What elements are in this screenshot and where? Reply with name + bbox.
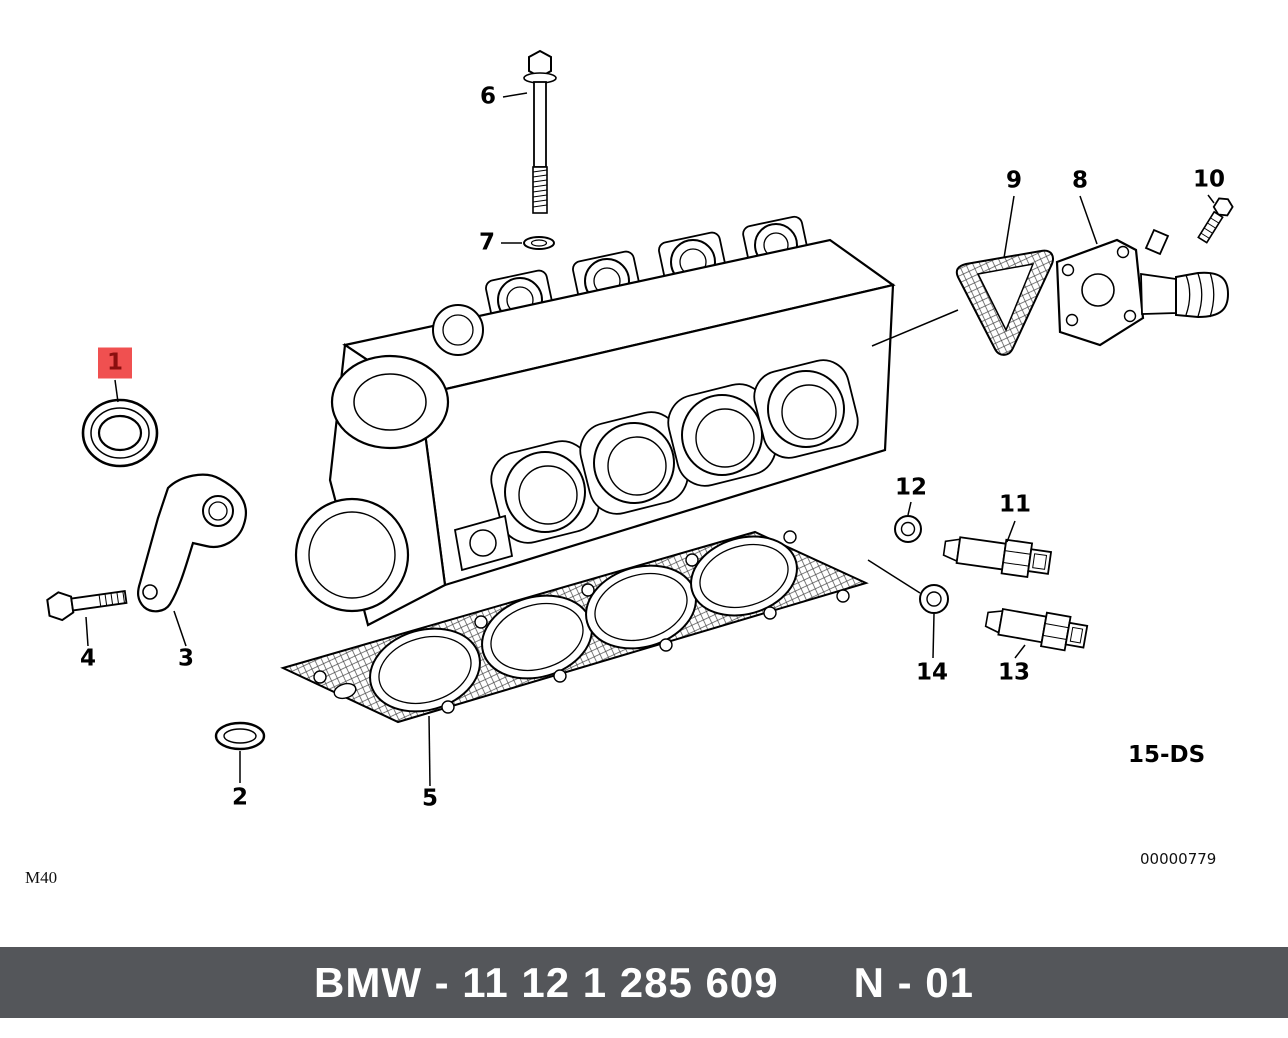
- part-number-text: BMW - 11 12 1 285 609: [314, 958, 779, 1006]
- part-label-4[interactable]: 4: [79, 645, 97, 672]
- exploded-parts-drawing: [46, 49, 1234, 787]
- part-label-11[interactable]: 11: [998, 491, 1032, 518]
- washer-14-drawing: [919, 584, 949, 614]
- part-label-7[interactable]: 7: [478, 229, 496, 256]
- part-label-8[interactable]: 8: [1071, 167, 1089, 194]
- sensor-13-drawing: [984, 607, 1089, 652]
- part-label-14[interactable]: 14: [915, 659, 949, 686]
- gasket-9-drawing: [955, 249, 1054, 356]
- cylinder-head-drawing: [294, 215, 896, 627]
- sheet-code-label: 15-DS: [1128, 742, 1206, 768]
- bolt-6-drawing: [523, 49, 557, 214]
- part-label-6[interactable]: 6: [479, 83, 497, 110]
- part-label-2[interactable]: 2: [231, 784, 249, 811]
- water-housing-drawing: [1055, 228, 1230, 347]
- head-gasket-drawing: [280, 530, 869, 724]
- sensor-11-drawing: [942, 536, 1053, 579]
- bolt-4-drawing: [46, 590, 128, 622]
- part-label-12[interactable]: 12: [894, 474, 928, 501]
- image-number-label: 00000779: [1140, 850, 1217, 868]
- part-number-bar: BMW - 11 12 1 285 609 N - 01: [0, 947, 1288, 1018]
- part-label-10[interactable]: 10: [1192, 166, 1226, 193]
- part-label-9[interactable]: 9: [1005, 167, 1023, 194]
- part-label-1[interactable]: 1: [97, 347, 133, 379]
- washer-7-drawing: [523, 236, 555, 250]
- o-ring-drawing: [214, 721, 266, 751]
- part-label-5[interactable]: 5: [421, 785, 439, 812]
- revision-text: N - 01: [853, 958, 974, 1006]
- part-label-13[interactable]: 13: [997, 659, 1031, 686]
- part-label-3[interactable]: 3: [177, 645, 195, 672]
- engine-code-label: M40: [25, 868, 58, 887]
- washer-12-drawing: [894, 515, 922, 543]
- bracket-drawing: [137, 473, 247, 613]
- seal-ring-drawing: [81, 398, 159, 468]
- leader-lines: [85, 92, 1215, 787]
- bolt-10-drawing: [1197, 197, 1234, 244]
